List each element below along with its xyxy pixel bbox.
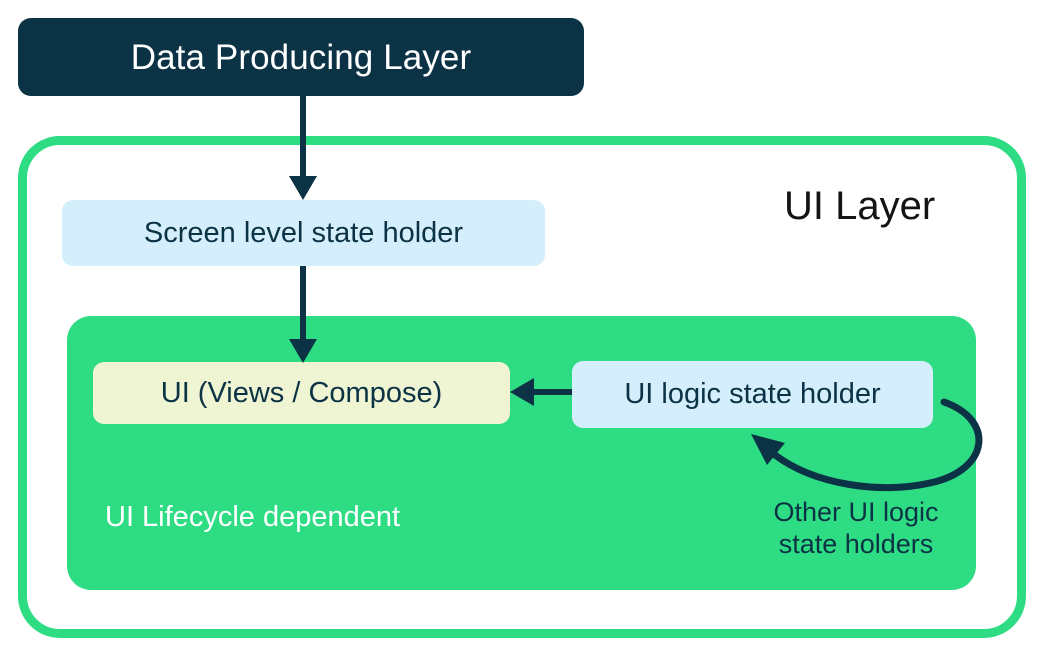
screen-level-state-holder-label: Screen level state holder bbox=[143, 216, 464, 249]
screen-level-state-holder-box: Screen level state holder bbox=[62, 200, 545, 266]
data-producing-layer-box: Data Producing Layer bbox=[18, 18, 584, 96]
ui-logic-state-holder-label: UI logic state holder bbox=[624, 378, 881, 410]
ui-layer-title: UI Layer bbox=[784, 184, 936, 228]
other-ui-logic-state-holders-line1: Other UI logic bbox=[773, 497, 939, 527]
ui-layer-container bbox=[18, 136, 1026, 638]
ui-views-compose-box: UI (Views / Compose) bbox=[93, 362, 510, 424]
data-producing-layer-label: Data Producing Layer bbox=[130, 37, 472, 77]
ui-lifecycle-dependent-label: UI Lifecycle dependent bbox=[105, 501, 401, 533]
other-ui-logic-state-holders-line2: state holders bbox=[778, 529, 934, 560]
ui-logic-state-holder-box: UI logic state holder bbox=[572, 361, 933, 428]
ui-views-compose-label: UI (Views / Compose) bbox=[160, 376, 443, 409]
other-ui-logic-state-holders-caption: Other UI logic state holders bbox=[742, 496, 970, 561]
